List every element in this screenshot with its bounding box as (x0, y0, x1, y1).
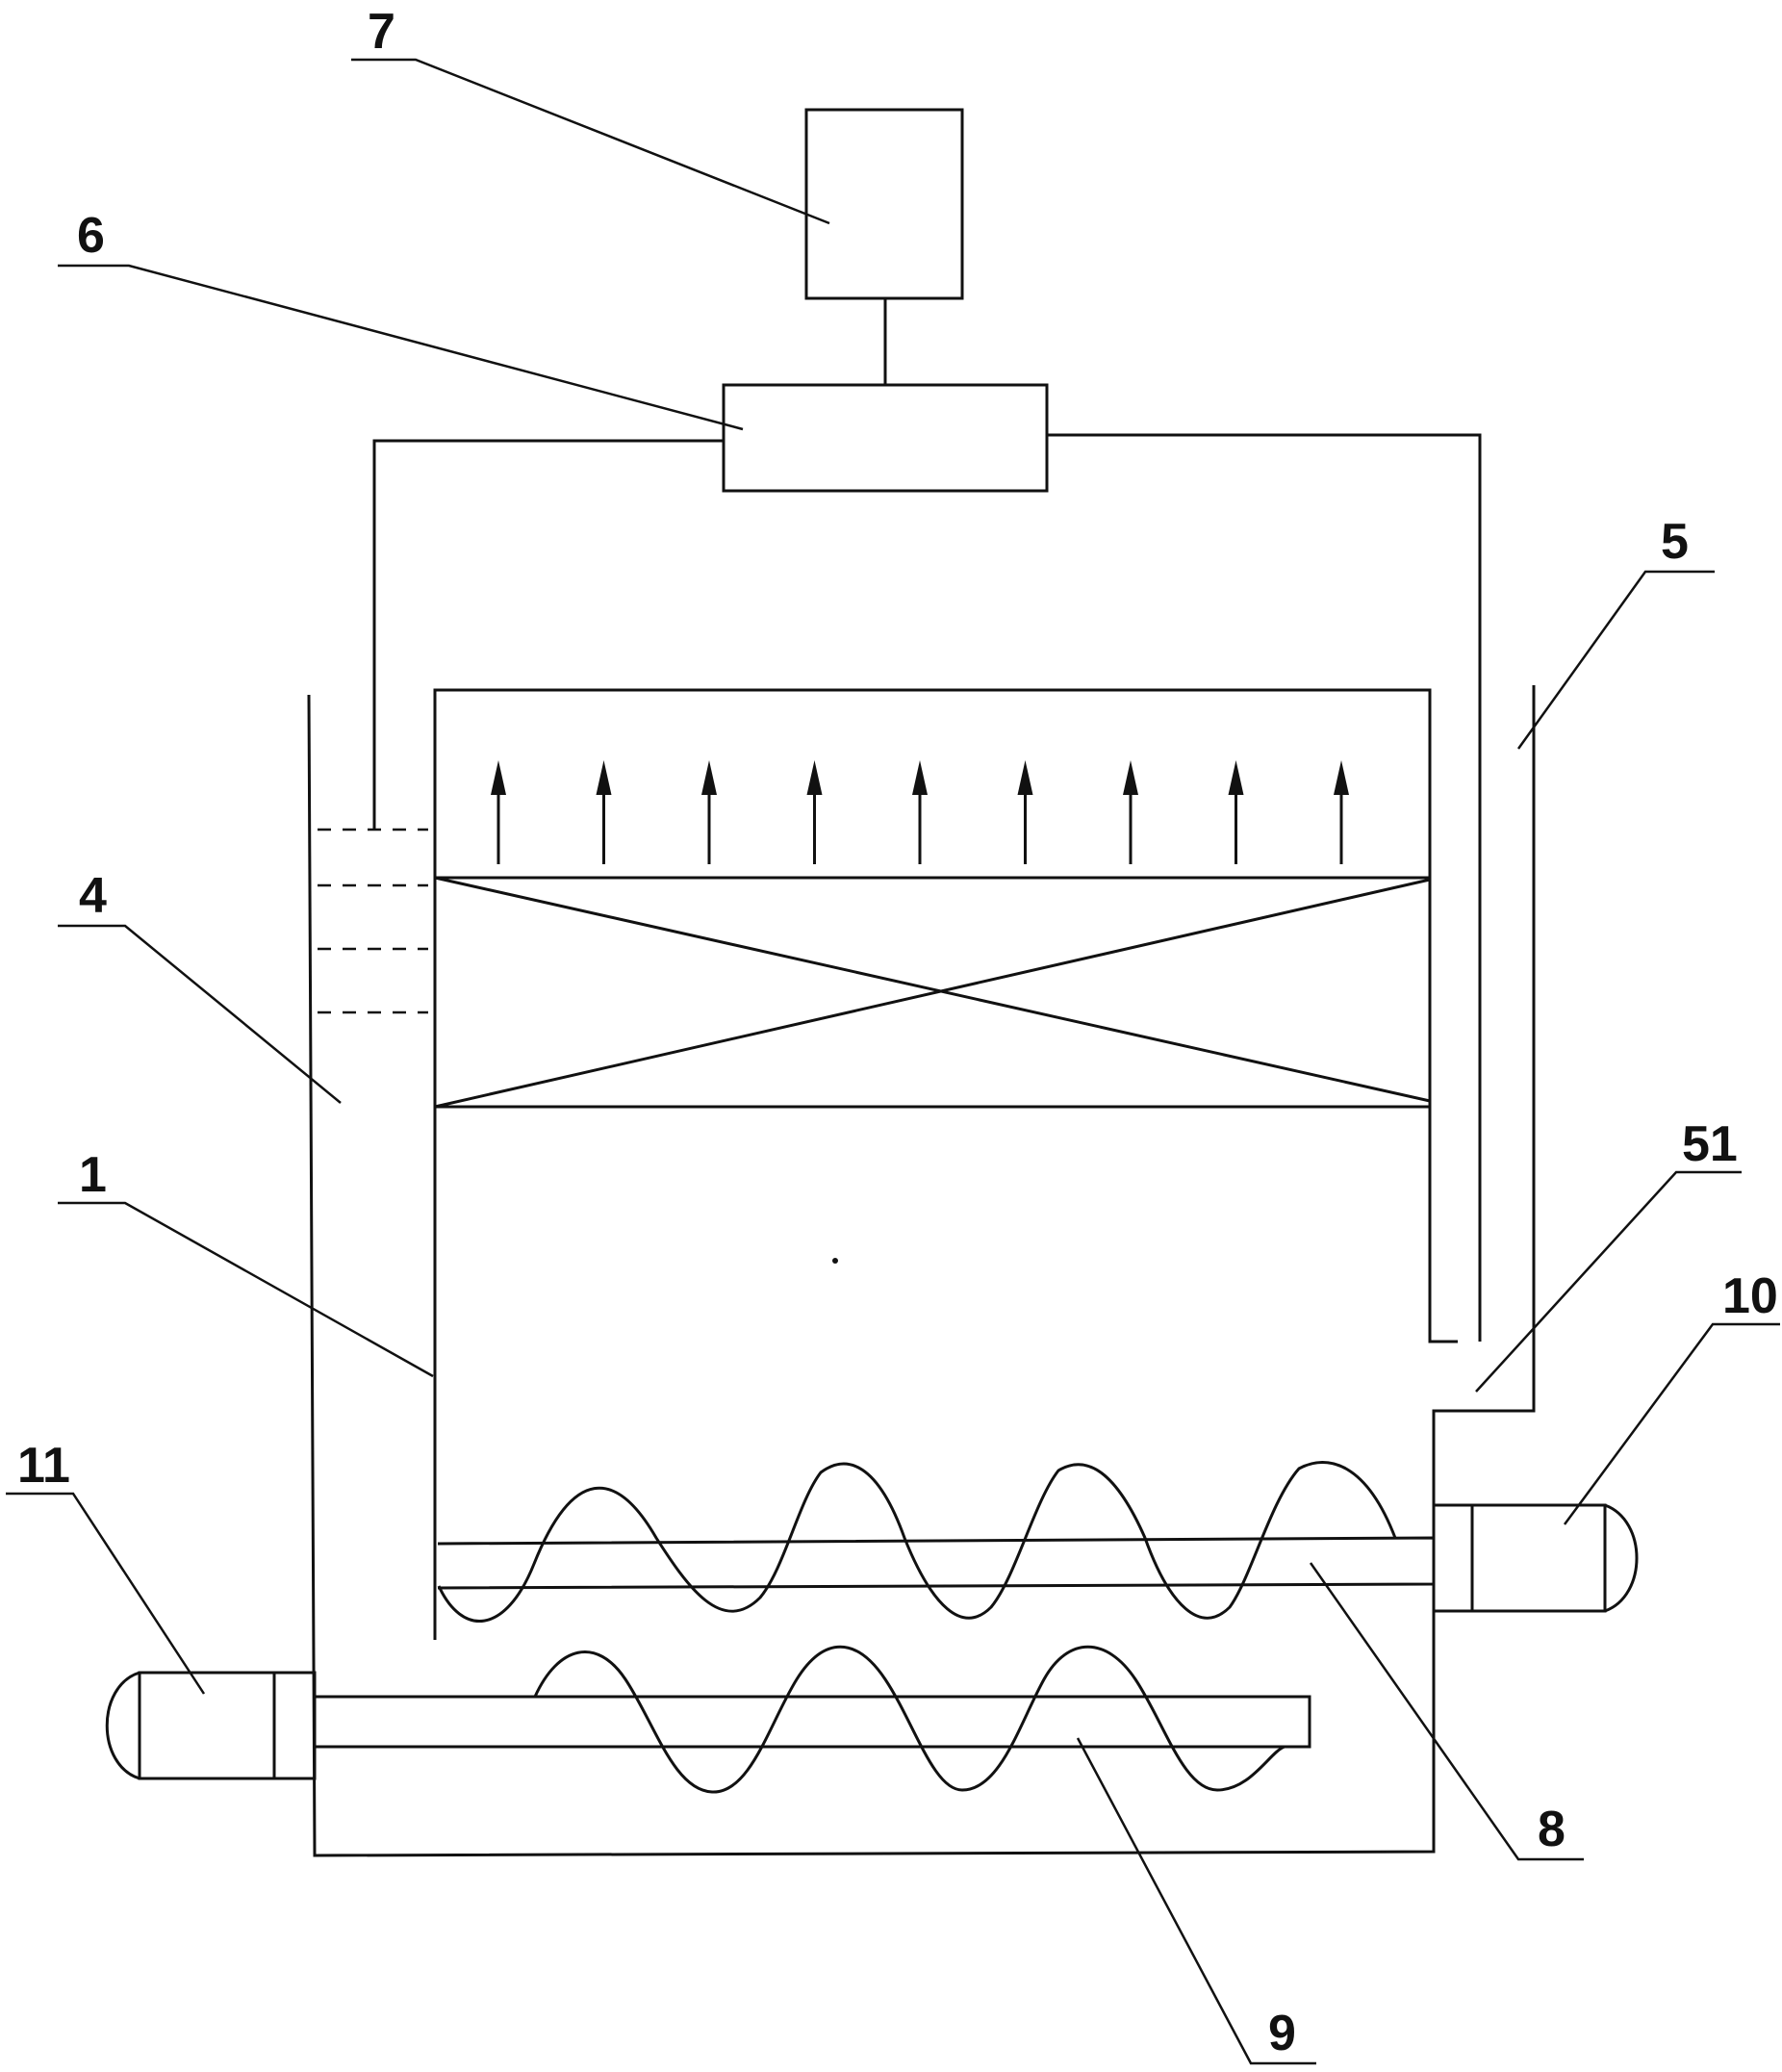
leader-7 (351, 58, 830, 225)
airflow-arrow-head (491, 760, 506, 795)
component-6-box (722, 383, 1049, 493)
airflow-arrow-head (596, 760, 612, 795)
screw-shaft-8 (437, 1536, 1436, 1590)
leader-11 (6, 1492, 206, 1695)
motor-10-cap (1604, 1503, 1639, 1613)
airflow-arrow-head (1228, 760, 1244, 795)
dot (832, 1258, 838, 1264)
pipe-left (372, 439, 724, 830)
motor-11-cap (105, 1671, 140, 1780)
airflow-arrow-head (1123, 760, 1138, 795)
screw-helix-8 (437, 1461, 1397, 1623)
label-7: 7 (368, 4, 395, 60)
leader-51 (1475, 1170, 1742, 1393)
airflow-arrow-head (1017, 760, 1033, 795)
component-7-box (804, 108, 964, 300)
filter-diagonal-1 (434, 876, 1431, 1103)
leader-5 (1516, 570, 1715, 750)
motor-10-body (1432, 1503, 1607, 1613)
leader-4 (58, 924, 342, 1104)
label-8: 8 (1538, 1802, 1566, 1857)
outer-housing-left-wall (307, 685, 1536, 1857)
airflow-arrow-head (701, 760, 717, 795)
inner-vessel-1 (433, 688, 1458, 1640)
leader-6 (58, 264, 744, 431)
label-11: 11 (17, 1438, 70, 1494)
airflow-arrow-head (912, 760, 928, 795)
label-6: 6 (77, 208, 105, 264)
pipe-right (1047, 433, 1482, 1342)
screw-helix-9 (533, 1645, 1286, 1794)
leader-10 (1563, 1322, 1780, 1525)
filter-diagonal-2 (434, 878, 1431, 1109)
label-4: 4 (79, 868, 107, 924)
label-1: 1 (79, 1147, 107, 1203)
leader-1 (58, 1201, 434, 1378)
motor-11-body (138, 1671, 317, 1780)
leader-9 (1076, 1737, 1316, 2065)
leader-8 (1309, 1562, 1584, 1861)
airflow-arrows (491, 760, 1349, 864)
label-9: 9 (1268, 2006, 1296, 2061)
label-5: 5 (1661, 514, 1689, 570)
airflow-arrow-head (806, 760, 823, 795)
label-51: 51 (1682, 1116, 1738, 1172)
label-10: 10 (1722, 1268, 1778, 1324)
airflow-arrow-head (1334, 760, 1349, 795)
